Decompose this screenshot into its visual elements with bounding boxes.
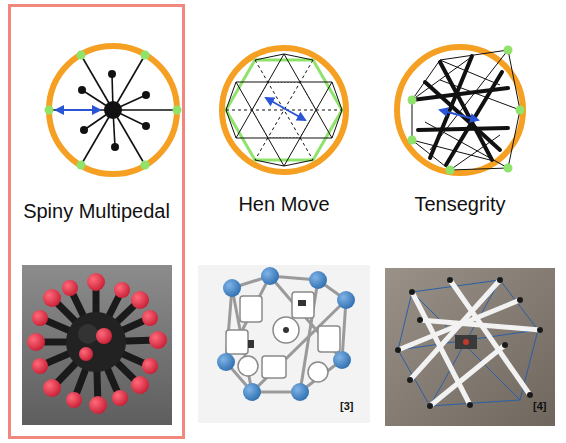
hen-move-schematic — [222, 48, 346, 172]
robot-name: Tensegrity — [414, 193, 505, 216]
robot-name: Spiny Multipedal — [23, 200, 170, 223]
robot-name: Hen Move — [238, 193, 329, 216]
tensegrity-photo — [385, 268, 555, 426]
reference-number: [4] — [533, 400, 546, 412]
reference-number: [3] — [340, 400, 353, 412]
hen-move-photo — [198, 265, 370, 423]
tensegrity-schematic — [397, 46, 525, 175]
highlight-box: Spiny Multipedal — [8, 4, 185, 439]
spiny-photo — [22, 265, 172, 425]
spiny-schematic — [45, 46, 182, 174]
